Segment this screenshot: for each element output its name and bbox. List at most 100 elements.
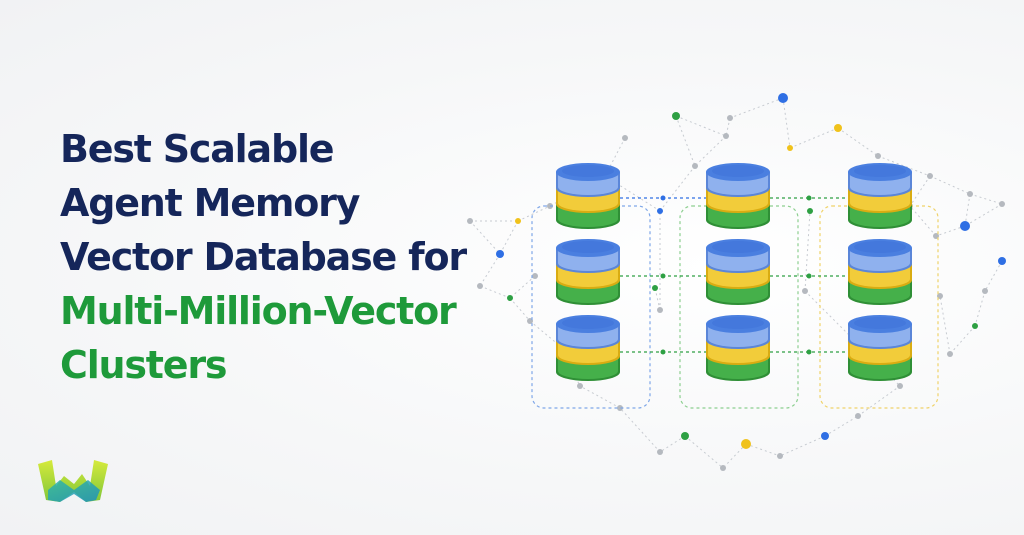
cluster-outline-blue: [531, 205, 651, 409]
network-line: [675, 115, 696, 167]
cylinder-top-shade: [562, 165, 614, 177]
link-dot: [806, 195, 812, 201]
network-dot: [802, 288, 808, 294]
network-dot: [507, 295, 513, 301]
network-dot: [467, 218, 473, 224]
link-dot: [806, 273, 812, 279]
network-dot: [515, 218, 521, 224]
network-line: [509, 297, 531, 322]
cluster-links: [620, 195, 848, 355]
link-dot: [660, 195, 666, 201]
network-line: [469, 220, 501, 255]
network-line: [964, 203, 1003, 227]
link-dot: [660, 273, 666, 279]
network-dot: [982, 288, 988, 294]
link-dot: [806, 349, 812, 355]
cylinder-top-shade: [712, 317, 764, 329]
network-line: [529, 320, 561, 347]
database-cylinder: [706, 239, 770, 305]
network-line: [517, 205, 551, 222]
network-dot: [496, 250, 504, 258]
network-line: [935, 225, 966, 237]
headline-line-4: Multi-Million-Vector: [60, 289, 457, 333]
database-cylinder: [556, 315, 620, 381]
network-dot: [947, 351, 953, 357]
network-line: [722, 443, 747, 469]
database-cylinder: [706, 315, 770, 381]
cylinder-top-shade: [854, 317, 906, 329]
network-line: [782, 97, 791, 149]
network-dot: [477, 283, 483, 289]
network-dot: [972, 323, 978, 329]
network-line: [964, 193, 971, 227]
network-dot: [777, 453, 783, 459]
cluster-svg: [467, 93, 1006, 471]
database-cylinder: [848, 239, 912, 305]
network-line: [619, 407, 661, 453]
network-line: [949, 325, 976, 355]
cluster-outline-green: [679, 205, 799, 409]
network-dot: [720, 465, 726, 471]
network-line: [969, 193, 1003, 205]
network-dot: [875, 153, 881, 159]
network-line: [729, 97, 784, 119]
network-dot: [741, 439, 751, 449]
network-line: [984, 260, 1003, 292]
database-cylinders: [556, 163, 912, 381]
cylinder-top-shade: [712, 241, 764, 253]
network-line: [499, 220, 519, 255]
headline-line-2: Agent Memory: [60, 181, 360, 225]
network-line: [857, 385, 901, 417]
cylinder-top-shade: [562, 317, 614, 329]
network-line: [659, 165, 696, 212]
network-line: [745, 443, 781, 457]
database-cylinder: [556, 163, 620, 229]
database-cylinder: [706, 163, 770, 229]
network-dot: [672, 112, 680, 120]
network-dot: [657, 307, 663, 313]
network-dot: [960, 221, 970, 231]
network-line: [974, 290, 986, 327]
network-dot: [681, 432, 689, 440]
network-line: [789, 127, 839, 149]
cylinder-top-shade: [562, 241, 614, 253]
network-line: [824, 415, 859, 437]
headline-line-3: Vector Database for: [60, 235, 467, 279]
network-line: [659, 435, 686, 453]
vector-database-cluster-icon: [440, 86, 1024, 506]
network-line: [684, 435, 724, 469]
network-dot: [855, 413, 861, 419]
network-dot: [807, 208, 813, 214]
network-line: [654, 287, 661, 311]
network-line: [675, 115, 727, 137]
network-dot: [778, 93, 788, 103]
network-line: [909, 205, 937, 237]
network-line: [579, 385, 621, 409]
network-dot: [657, 449, 663, 455]
network-line: [479, 253, 501, 287]
cylinder-top-shade: [854, 165, 906, 177]
database-cylinder: [848, 163, 912, 229]
network-dot: [657, 208, 663, 214]
network-line: [804, 210, 811, 292]
network-dot: [577, 383, 583, 389]
cylinder-top-shade: [712, 165, 764, 177]
headline-line-5: Clusters: [60, 343, 227, 387]
network-line: [909, 175, 931, 207]
network-dot: [617, 405, 623, 411]
network-line: [779, 435, 826, 457]
network-dot: [834, 124, 842, 132]
headline: Best Scalable Agent Memory Vector Databa…: [60, 122, 500, 392]
network-dot: [927, 173, 933, 179]
network-dot: [652, 285, 658, 291]
network-dot: [622, 135, 628, 141]
network-dot: [723, 133, 729, 139]
network-line: [877, 155, 931, 177]
network-line: [694, 135, 727, 167]
network-dot: [692, 163, 698, 169]
network-line: [939, 295, 951, 355]
network-line: [509, 275, 536, 299]
network-dot: [821, 432, 829, 440]
cluster-group-outlines: [531, 205, 939, 409]
